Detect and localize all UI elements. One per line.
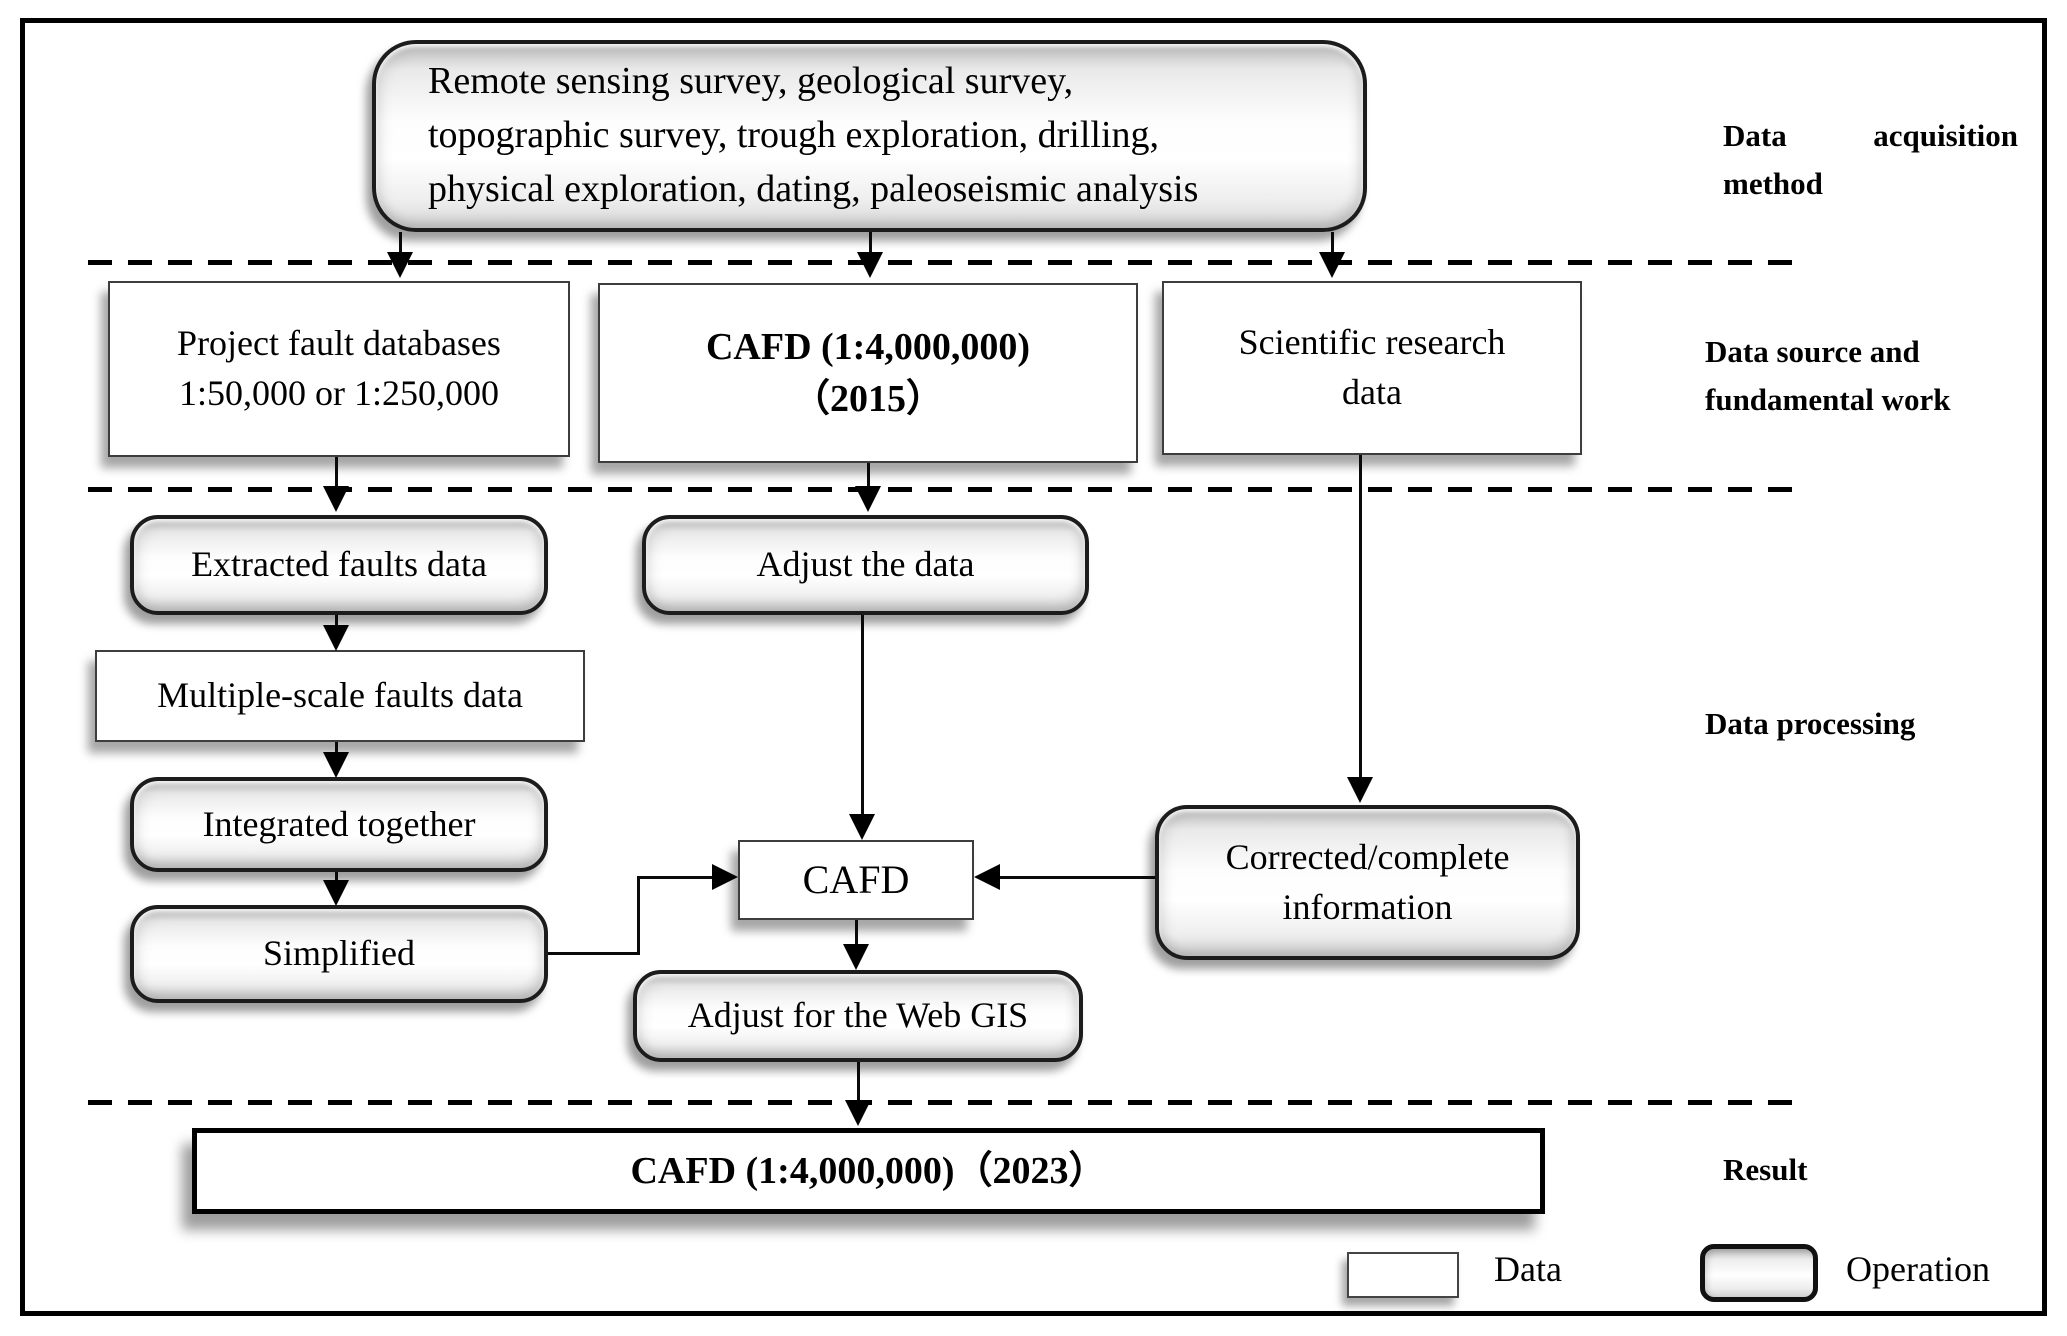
arrowhead-cafd-to-webgis: [843, 944, 869, 970]
connector-multiscale-to-integrated: [335, 742, 338, 754]
connector-methods-to-project: [399, 232, 402, 254]
node-corrected-complete-information: Corrected/complete information: [1155, 805, 1580, 960]
node-cafd: CAFD: [738, 840, 974, 920]
connector-simplified-elbow-bottom: [548, 952, 640, 955]
legend-data-label: Data: [1494, 1249, 1562, 1289]
connector-extracted-to-multiscale: [335, 615, 338, 627]
node-cafd-2015: CAFD (1:4,000,000) （2015）: [598, 283, 1138, 463]
separator-processing-result: [88, 1100, 1800, 1105]
separator-acquisition-source: [88, 260, 1800, 265]
connector-corrected-to-cafd: [1000, 876, 1155, 879]
connector-simplified-elbow-top: [637, 876, 714, 879]
arrowhead-cafd2015-to-adjust: [855, 486, 881, 512]
node-multiple-scale-faults-data: Multiple-scale faults data: [95, 650, 585, 742]
connector-scidata-to-corrected: [1359, 455, 1362, 777]
arrowhead-extracted-to-multiscale: [323, 625, 349, 651]
node-integrated-together: Integrated together: [130, 777, 548, 872]
connector-cafd-to-webgis: [855, 920, 858, 946]
legend-data-swatch: [1347, 1252, 1459, 1298]
node-cafd-2023-result: CAFD (1:4,000,000)（2023）: [192, 1128, 1545, 1214]
arrowhead-methods-to-project: [387, 252, 413, 278]
connector-methods-to-scidata: [1331, 232, 1334, 254]
arrowhead-webgis-to-result: [845, 1100, 871, 1126]
node-simplified: Simplified: [130, 905, 548, 1003]
connector-adjust-to-cafd: [861, 615, 864, 816]
arrowhead-project-to-extracted: [323, 486, 349, 512]
arrowhead-methods-to-scidata: [1319, 252, 1345, 278]
arrowhead-simplified-to-cafd: [712, 864, 738, 890]
arrowhead-scidata-to-corrected: [1347, 777, 1373, 803]
node-scientific-research-data: Scientific research data: [1162, 281, 1582, 455]
stage-label-data-source: Data source and fundamental work: [1705, 334, 1951, 418]
arrowhead-integrated-to-simplified: [323, 880, 349, 906]
connector-project-to-extracted: [335, 457, 338, 487]
node-project-fault-databases: Project fault databases 1:50,000 or 1:25…: [108, 281, 570, 457]
node-extracted-faults-data: Extracted faults data: [130, 515, 548, 615]
connector-integrated-to-simplified: [335, 872, 338, 884]
stage-label-result: Result: [1723, 1152, 1808, 1187]
node-adjust-the-data: Adjust the data: [642, 515, 1089, 615]
connector-webgis-to-result: [857, 1062, 860, 1100]
connector-cafd2015-to-adjust: [867, 463, 870, 487]
legend-operation-label: Operation: [1846, 1249, 1990, 1289]
arrowhead-adjust-to-cafd: [849, 814, 875, 840]
node-acquisition-methods: Remote sensing survey, geological survey…: [372, 40, 1367, 232]
connector-simplified-elbow-vertical: [637, 876, 640, 955]
separator-source-processing: [88, 487, 1800, 492]
arrowhead-methods-to-cafd2015: [857, 252, 883, 278]
legend-operation-swatch: [1700, 1244, 1818, 1302]
arrowhead-corrected-to-cafd: [974, 864, 1000, 890]
arrowhead-multiscale-to-integrated: [323, 752, 349, 778]
connector-methods-to-cafd2015: [869, 232, 872, 254]
stage-label-data-acquisition-method: Data acquisition method: [1723, 118, 2018, 202]
stage-label-data-processing: Data processing: [1705, 706, 1916, 741]
node-adjust-for-web-gis: Adjust for the Web GIS: [633, 970, 1083, 1062]
